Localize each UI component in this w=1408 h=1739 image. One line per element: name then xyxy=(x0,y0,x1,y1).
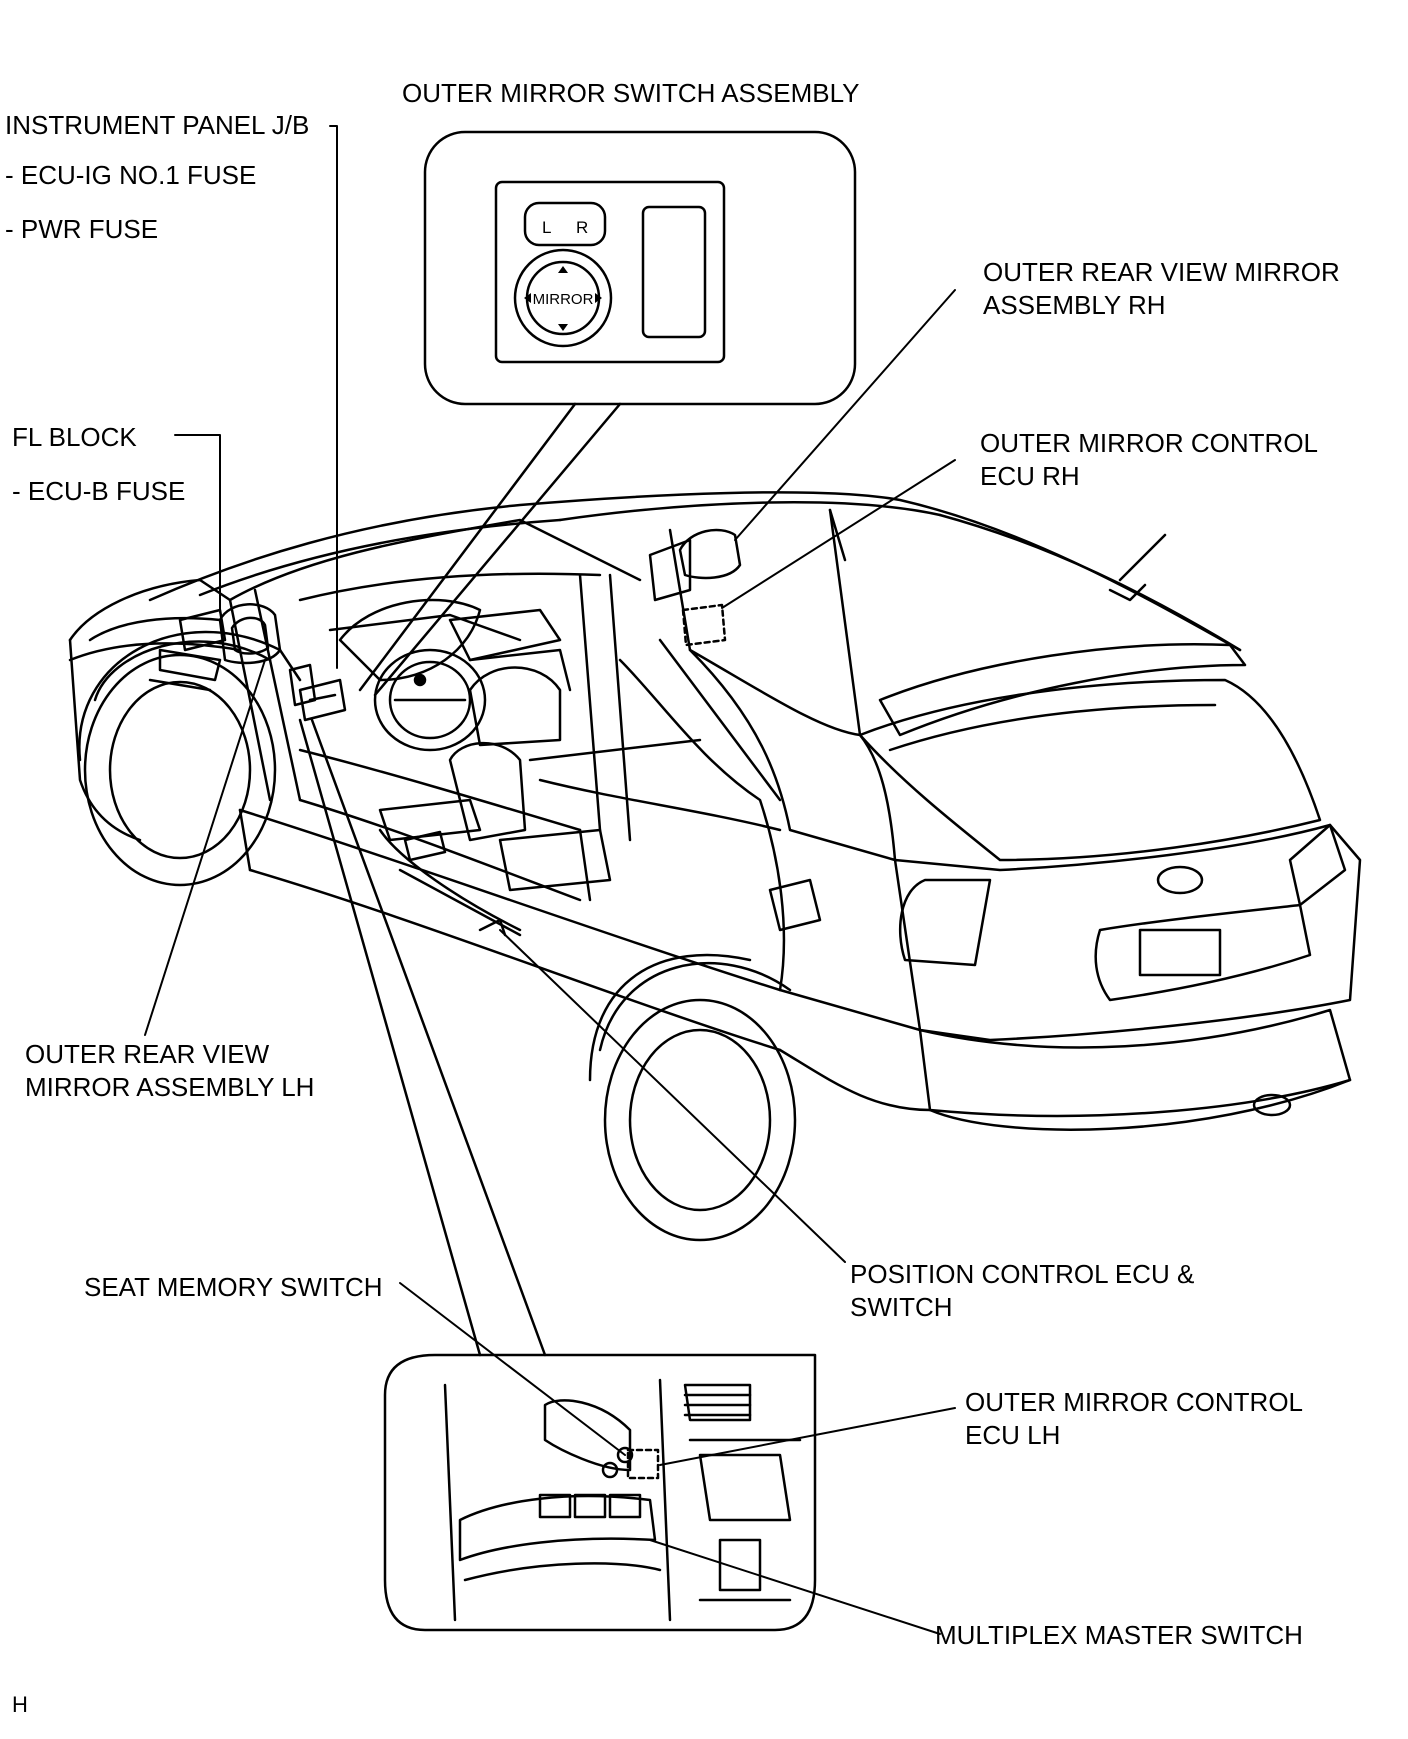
label-mirror-lh-line1: OUTER REAR VIEW xyxy=(25,1039,270,1069)
knob-right-arrow-icon xyxy=(595,293,602,303)
switch-knob-label: MIRROR xyxy=(533,291,594,308)
label-instrument-panel-jb: INSTRUMENT PANEL J/B xyxy=(5,110,310,140)
label-seat-memory-switch: SEAT MEMORY SWITCH xyxy=(84,1272,383,1302)
label-fl-block: FL BLOCK xyxy=(12,422,137,452)
label-control-ecu-lh-line1: OUTER MIRROR CONTROL xyxy=(965,1387,1303,1417)
switch-right-key: R xyxy=(576,218,588,237)
switch-left-key: L xyxy=(542,218,551,237)
label-multiplex-master-switch: MULTIPLEX MASTER SWITCH xyxy=(935,1620,1303,1650)
label-control-ecu-lh-line2: ECU LH xyxy=(965,1420,1061,1450)
corner-mark: H xyxy=(12,1692,28,1717)
label-position-control-ecu-line2: SWITCH xyxy=(850,1292,953,1322)
label-control-ecu-rh-line1: OUTER MIRROR CONTROL xyxy=(980,428,1318,458)
vehicle-outline xyxy=(68,491,1362,1242)
label-position-control-ecu-line1: POSITION CONTROL ECU & xyxy=(850,1259,1195,1289)
label-mirror-lh-line2: MIRROR ASSEMBLY LH xyxy=(25,1072,315,1102)
label-ecu-b-fuse: - ECU-B FUSE xyxy=(12,476,186,506)
knob-left-arrow-icon xyxy=(524,293,531,303)
knob-down-arrow-icon xyxy=(558,324,568,331)
label-control-ecu-rh-line2: ECU RH xyxy=(980,461,1080,491)
switch-assembly-callout xyxy=(358,130,857,697)
leader-lines xyxy=(144,125,956,1635)
label-switch-assembly: OUTER MIRROR SWITCH ASSEMBLY xyxy=(402,78,860,108)
label-pwr-fuse: - PWR FUSE xyxy=(5,214,159,244)
label-mirror-rh-line1: OUTER REAR VIEW MIRROR xyxy=(983,257,1340,287)
knob-up-arrow-icon xyxy=(558,266,568,273)
label-mirror-rh-line2: ASSEMBLY RH xyxy=(983,290,1166,320)
door-switch-callout xyxy=(298,718,817,1632)
label-ecu-ig-fuse: - ECU-IG NO.1 FUSE xyxy=(5,160,257,190)
